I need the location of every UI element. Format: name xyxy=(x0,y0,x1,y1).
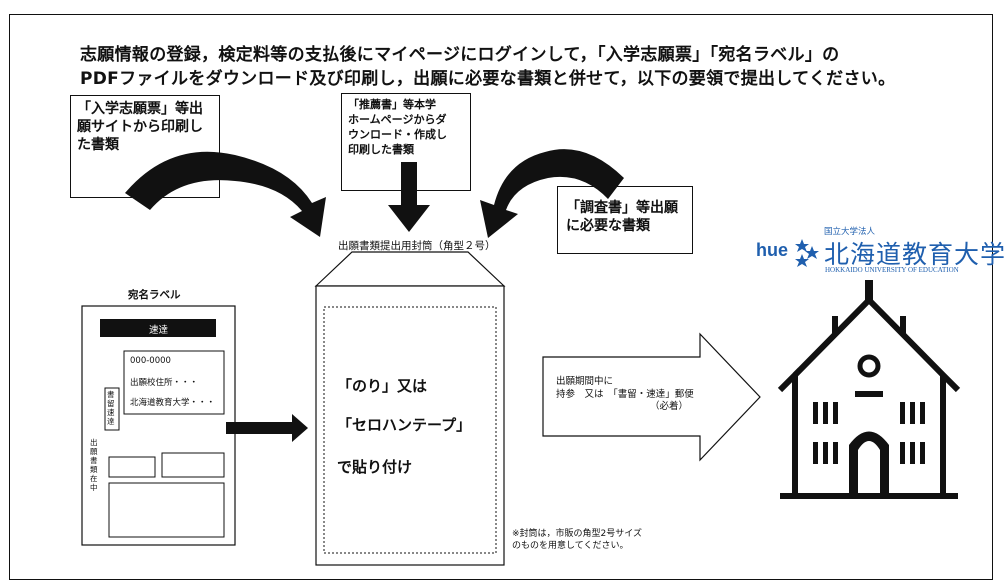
delivery-line-3: （必着） xyxy=(650,401,689,412)
recommendation-line-3: ウンロード・作成し xyxy=(348,128,447,141)
envelope-text-1: 「のり」又は xyxy=(337,377,428,395)
heading-line-2: PDFファイルをダウンロード及び印刷し，出願に必要な書類と併せて，以下の要領で提… xyxy=(80,69,896,89)
envelope-note-1: ※封筒は，市販の角型2号サイズ xyxy=(512,529,642,539)
label-university: 北海道教育大学・・・ xyxy=(130,398,216,408)
envelope-note: ※封筒は，市販の角型2号サイズ のものを用意してください。 xyxy=(512,528,642,552)
label-postal: 000-0000 xyxy=(130,356,171,366)
label-vertical-enclosed: 出願書類在中 xyxy=(90,438,98,492)
research-report-box: 「調査書」等出願 に必要な書類 xyxy=(557,186,693,254)
university-building-icon xyxy=(777,295,961,499)
research-report-line-2: に必要な書類 xyxy=(566,218,650,234)
logo-english: HOKKAIDO UNIVERSITY OF EDUCATION xyxy=(825,266,959,274)
address-label xyxy=(81,305,236,546)
envelope-text-3: で貼り付け xyxy=(337,458,413,476)
application-form-line-3: た書類 xyxy=(77,137,119,153)
label-badge: 速達 xyxy=(149,325,169,336)
logo-name: 北海道教育大学 xyxy=(824,240,1005,269)
logo-sub: 国立大学法人 xyxy=(824,227,876,237)
delivery-line-1: 出願期間中に xyxy=(556,376,614,387)
envelope xyxy=(314,251,506,566)
logo-stars-icon xyxy=(795,239,819,267)
envelope-title: 出願書類提出用封筒（角型２号） xyxy=(338,240,496,252)
research-report-line-1: 「調査書」等出願 xyxy=(566,200,678,216)
envelope-text-2: 「セロハンテープ」 xyxy=(337,416,472,434)
envelope-note-2: のものを用意してください。 xyxy=(512,541,629,551)
curved-arrow-left xyxy=(125,151,326,237)
label-address: 出願校住所・・・ xyxy=(130,378,199,388)
label-title: 宛名ラベル xyxy=(128,289,181,301)
down-arrow xyxy=(388,162,430,232)
delivery-line-2: 持参 又は 「書留・速達」郵便 xyxy=(556,389,694,400)
recommendation-box: 「推薦書」等本学 ホームページからダ ウンロード・作成し 印刷した書類 xyxy=(341,93,471,191)
building-details xyxy=(813,280,925,496)
recommendation-line-2: ホームページからダ xyxy=(348,113,447,126)
delivery-arrow xyxy=(542,332,761,462)
application-form-line-2: 願サイトから印刷し xyxy=(77,119,203,135)
recommendation-line-1: 「推薦書」等本学 xyxy=(348,98,436,111)
label-vertical-registered: 書留速達 xyxy=(107,390,115,426)
logo-hue: hue xyxy=(756,240,789,260)
curved-arrow-right xyxy=(480,149,624,238)
application-form-line-1: 「入学志願票」等出 xyxy=(77,101,203,117)
heading-line-1: 志願情報の登録，検定料等の支払後にマイページにログインして，「入学志願票」「宛名… xyxy=(80,45,840,65)
recommendation-line-4: 印刷した書類 xyxy=(348,143,414,156)
label-to-envelope-arrow xyxy=(226,414,308,442)
